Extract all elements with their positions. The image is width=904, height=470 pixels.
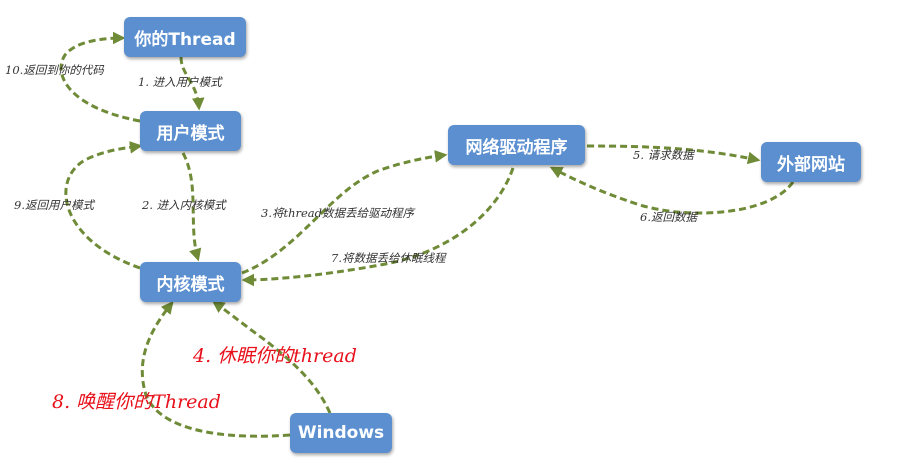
external-site-node: 外部网站 bbox=[761, 142, 861, 182]
network-driver-node: 网络驱动程序 bbox=[448, 125, 585, 165]
your-thread-node: 你的Thread bbox=[124, 17, 246, 57]
edge-return-user-mode bbox=[64, 141, 143, 270]
step2-label: 2. 进入内核模式 bbox=[142, 198, 226, 212]
step10-label: 10.返回到你的代码 bbox=[5, 63, 104, 77]
edge-return-to-code bbox=[59, 31, 141, 123]
edge-pass-to-driver bbox=[241, 150, 448, 275]
edge-sleep-thread bbox=[211, 300, 332, 414]
step5-label: 5. 请求数据 bbox=[633, 148, 694, 162]
windows-node: Windows bbox=[290, 413, 392, 453]
kernel-mode-node: 内核模式 bbox=[140, 262, 241, 302]
edge-pass-to-sleeping-thread bbox=[241, 167, 515, 287]
step4-label: 4. 休眠你的thread bbox=[193, 345, 357, 367]
step6-label: 6.返回数据 bbox=[640, 210, 697, 224]
step3-label: 3.将thread数据丢给驱动程序 bbox=[261, 206, 415, 220]
step7-label: 7.将数据丢给休眠线程 bbox=[331, 251, 446, 265]
edge-return-data bbox=[549, 166, 795, 215]
edge-wake-thread bbox=[140, 301, 291, 438]
edge-enter-user-mode bbox=[179, 56, 205, 111]
edge-enter-kernel-mode bbox=[181, 152, 202, 262]
step1-label: 1. 进入用户模式 bbox=[138, 75, 222, 89]
step9-label: 9.返回用户模式 bbox=[14, 198, 94, 212]
user-mode-node: 用户模式 bbox=[140, 111, 241, 151]
step8-label: 8. 唤醒你的Thread bbox=[52, 391, 221, 413]
